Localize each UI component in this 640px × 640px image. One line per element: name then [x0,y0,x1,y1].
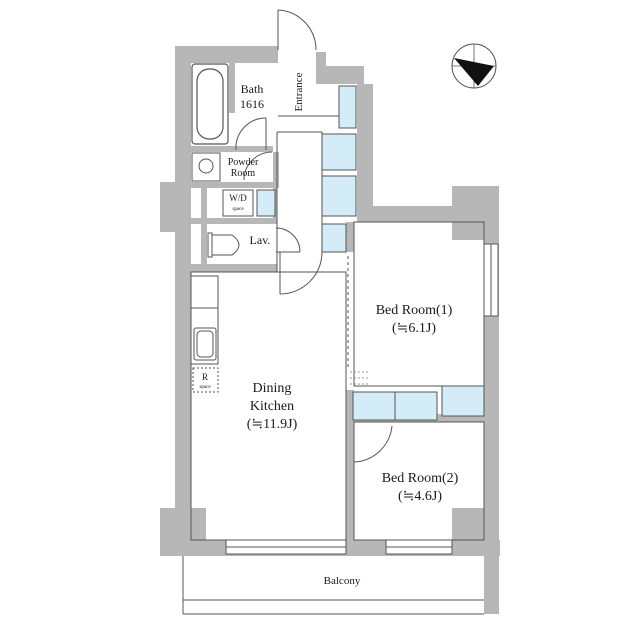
fridge-space [192,367,219,393]
wd-label: W/D [229,193,247,203]
kitchen-sink [193,327,217,361]
bed1-name-label: Bed Room(1) [376,303,453,318]
lav-label: Lav. [250,233,271,247]
wd-space-label: space [232,207,244,212]
washbasin [191,152,221,182]
powder-room-label-1: Powder [228,157,259,168]
closet-marks [350,371,370,385]
room-labels: Bath 1616 Entrance Powder Room W/D space… [199,72,458,587]
storage-cabinets [256,85,485,421]
walls [160,46,500,614]
entrance-label: Entrance [293,72,305,111]
washer-space [222,189,254,217]
bed1-size-label: (≒6.1J) [392,321,436,336]
kitchen-label: Kitchen [250,399,294,414]
bed2-name-label: Bed Room(2) [382,471,459,486]
bath-label: Bath [241,82,264,96]
dining-label: Dining [253,381,292,396]
powder-room-label-2: Room [231,168,256,179]
bathtub [191,63,229,145]
fridge-label: R [202,372,208,382]
balcony [182,556,484,615]
dining-size-label: (≒11.9J) [247,417,298,432]
bed2-size-label: (≒4.6J) [398,489,442,504]
toilet [207,232,240,258]
doors [235,9,393,463]
windows [225,243,499,555]
balcony-label: Balcony [324,575,361,587]
fridge-space-label: space [199,385,211,390]
bath-size-label: 1616 [240,97,264,111]
north-arrow-icon [451,43,497,89]
